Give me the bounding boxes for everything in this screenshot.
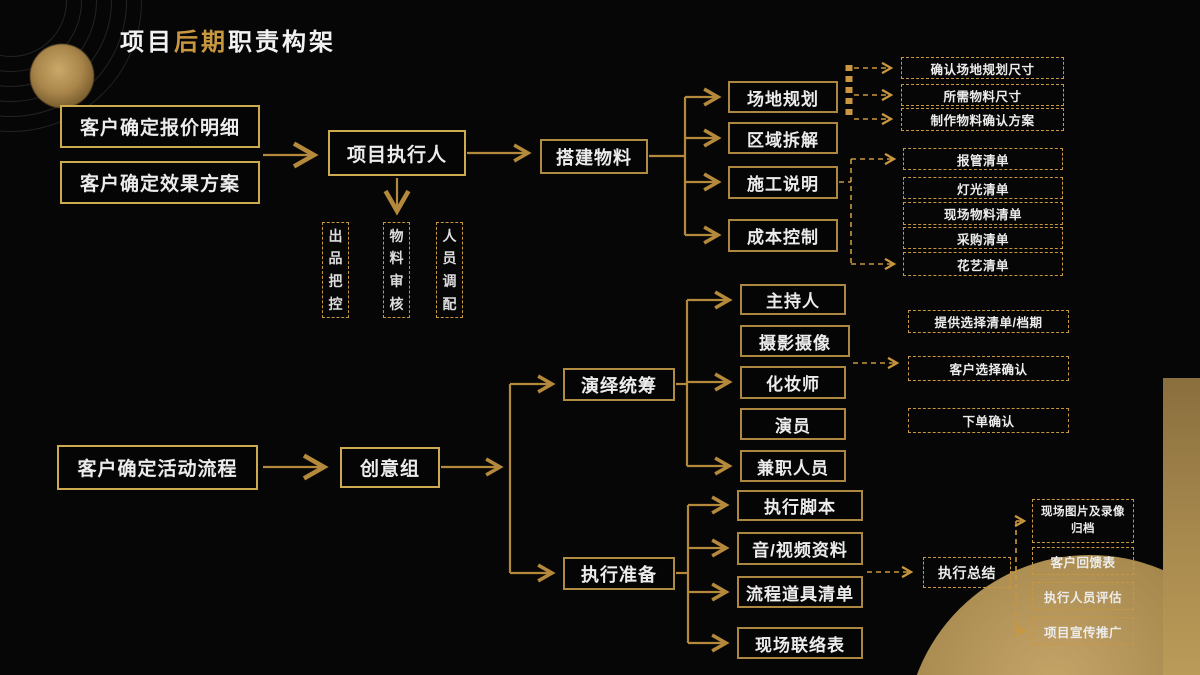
node-pipe-list: 报管清单 xyxy=(903,148,1063,170)
node-provide-selection-list: 提供选择清单/档期 xyxy=(908,310,1069,333)
node-purchase-list: 采购清单 xyxy=(903,227,1063,249)
node-execution-script: 执行脚本 xyxy=(737,490,863,521)
node-execution-prep: 执行准备 xyxy=(563,557,675,590)
node-required-material-size: 所需物料尺寸 xyxy=(901,84,1064,106)
node-project-executor: 项目执行人 xyxy=(328,130,466,176)
node-staff-evaluation: 执行人员评估 xyxy=(1032,582,1134,610)
node-construction-notes: 施工说明 xyxy=(728,166,838,199)
node-customer-feedback-form: 客户回馈表 xyxy=(1032,547,1134,575)
decor-gold-dot xyxy=(30,44,94,108)
node-parttime-staff: 兼职人员 xyxy=(740,450,846,482)
page-title: 项目后期职责构架 xyxy=(120,22,336,57)
node-execution-summary: 执行总结 xyxy=(923,557,1011,588)
node-photo-video: 摄影摄像 xyxy=(740,325,850,357)
node-creative-group: 创意组 xyxy=(340,447,440,488)
node-confirm-event-process: 客户确定活动流程 xyxy=(57,445,258,490)
node-performance-coordination: 演绎统筹 xyxy=(563,368,675,401)
node-props-list: 流程道具清单 xyxy=(737,576,863,608)
node-makeup-artist: 化妆师 xyxy=(740,366,846,399)
node-lighting-list: 灯光清单 xyxy=(903,177,1063,199)
node-project-promotion: 项目宣传推广 xyxy=(1032,617,1134,645)
node-area-breakdown: 区域拆解 xyxy=(728,122,838,154)
node-confirm-site-size: 确认场地规划尺寸 xyxy=(901,57,1064,79)
node-cost-control: 成本控制 xyxy=(728,219,838,252)
node-duty-production-control: 出品把控 xyxy=(322,222,349,318)
node-site-planning: 场地规划 xyxy=(728,81,838,113)
title-highlight: 后期 xyxy=(174,29,228,56)
node-customer-selection-confirm: 客户选择确认 xyxy=(908,356,1069,381)
node-order-confirm: 下单确认 xyxy=(908,408,1069,433)
node-actor: 演员 xyxy=(740,408,846,440)
node-site-contact-sheet: 现场联络表 xyxy=(737,627,863,659)
node-build-materials: 搭建物料 xyxy=(540,139,648,174)
node-duty-material-review: 物料审核 xyxy=(383,222,410,318)
node-material-confirm-plan: 制作物料确认方案 xyxy=(901,108,1064,131)
node-host: 主持人 xyxy=(740,284,846,315)
title-part3: 职责构架 xyxy=(228,29,336,56)
node-duty-staff-allocation: 人员调配 xyxy=(436,222,463,318)
node-photo-video-archive: 现场图片及录像归档 xyxy=(1032,499,1134,543)
node-site-material-list: 现场物料清单 xyxy=(903,202,1063,225)
node-av-materials: 音/视频资料 xyxy=(737,532,863,565)
node-confirm-quote: 客户确定报价明细 xyxy=(60,105,260,148)
node-confirm-effect-plan: 客户确定效果方案 xyxy=(60,161,260,204)
title-part1: 项目 xyxy=(120,29,174,56)
decor-gold-band xyxy=(1163,378,1200,675)
node-floral-list: 花艺清单 xyxy=(903,252,1063,276)
